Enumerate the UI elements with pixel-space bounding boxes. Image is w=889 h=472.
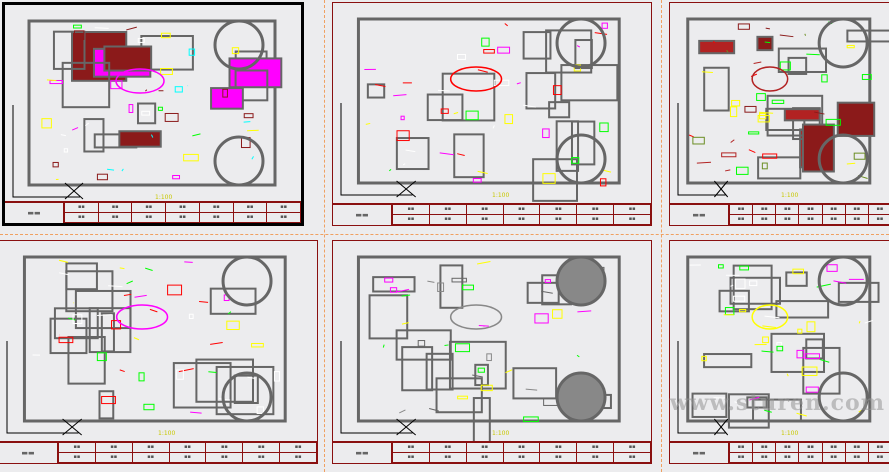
title-block-cell: ▪▪▪▪ [233,203,268,223]
title-block-cell: ▪▪▪▪ [393,443,430,463]
title-block-logo: ▬▬ [333,443,393,463]
title-block-cell: ▪▪▪▪ [730,443,754,463]
title-block-cell: ▪▪▪▪ [132,443,170,463]
title-block-cell: ▪▪▪▪ [614,205,651,225]
scale-label: 1:100 [158,430,176,437]
title-block: ▬▬▪▪▪▪▪▪▪▪▪▪▪▪▪▪▪▪▪▪▪▪▪▪▪▪▪▪▪▪ [5,201,301,223]
title-block-cell: ▪▪▪▪ [540,205,578,225]
title-block-cell: ▪▪▪▪ [577,443,615,463]
title-block-cell: ▪▪▪▪ [466,205,504,225]
title-block-cell: ▪▪▪▪ [206,443,244,463]
sheet-wall-plan[interactable]: 1:100▬▬▪▪▪▪▪▪▪▪▪▪▪▪▪▪▪▪▪▪▪▪▪▪▪▪▪▪▪▪ [0,240,318,464]
title-block-logo: ▬▬ [5,203,65,223]
floor-plan-drawing [677,17,889,198]
title-block-cell: ▪▪▪▪ [845,443,869,463]
title-block-cell: ▪▪▪▪ [799,205,823,225]
title-block: ▬▬▪▪▪▪▪▪▪▪▪▪▪▪▪▪▪▪▪▪▪▪▪▪▪▪▪▪▪▪ [670,441,889,463]
title-block-cell: ▪▪▪▪ [132,203,167,223]
title-block-cell: ▪▪▪▪ [845,205,869,225]
title-block-cell: ▪▪▪▪ [503,205,541,225]
title-block-logo: ▬▬ [333,205,393,225]
title-block-cell: ▪▪▪▪ [95,443,133,463]
title-block-cell: ▪▪▪▪ [393,205,430,225]
floor-plan-drawing [340,255,621,441]
title-block-cell: ▪▪▪▪ [753,205,777,225]
title-block-cell: ▪▪▪▪ [868,443,889,463]
title-block-cell: ▪▪▪▪ [822,205,846,225]
sheet-ceiling-plan[interactable]: 1:100▬▬▪▪▪▪▪▪▪▪▪▪▪▪▪▪▪▪▪▪▪▪▪▪▪▪▪▪▪▪ [332,240,652,464]
title-block-cell: ▪▪▪▪ [466,443,504,463]
scale-label: 1:100 [781,192,799,199]
title-block-cell: ▪▪▪▪ [776,205,800,225]
title-block: ▬▬▪▪▪▪▪▪▪▪▪▪▪▪▪▪▪▪▪▪▪▪▪▪▪▪▪▪▪▪ [0,441,317,463]
title-block-cell: ▪▪▪▪ [280,443,317,463]
title-block-cell: ▪▪▪▪ [267,203,301,223]
title-block: ▬▬▪▪▪▪▪▪▪▪▪▪▪▪▪▪▪▪▪▪▪▪▪▪▪▪▪▪▪▪ [333,441,651,463]
floor-plan-drawing [677,255,880,436]
title-block-cell: ▪▪▪▪ [799,443,823,463]
title-block-cell: ▪▪▪▪ [868,205,889,225]
scale-label: 1:100 [781,430,799,437]
title-block-cell: ▪▪▪▪ [199,203,234,223]
title-block-logo: ▬▬ [670,443,730,463]
sheet-demolition-plan[interactable]: 1:100▬▬▪▪▪▪▪▪▪▪▪▪▪▪▪▪▪▪▪▪▪▪▪▪▪▪▪▪▪▪ [332,2,652,226]
floor-plan-drawing [340,17,621,202]
title-block-cell: ▪▪▪▪ [540,443,578,463]
title-block-cell: ▪▪▪▪ [730,205,754,225]
title-block-cell: ▪▪▪▪ [577,205,615,225]
sheet-col-separator [324,0,325,472]
sheet-col-separator [661,0,662,472]
title-block: ▬▬▪▪▪▪▪▪▪▪▪▪▪▪▪▪▪▪▪▪▪▪▪▪▪▪▪▪▪▪ [333,203,651,225]
floor-plan-drawing [6,255,287,436]
scale-label: 1:100 [492,192,510,199]
sheet-furniture-plan[interactable]: 1:100▬▬▪▪▪▪▪▪▪▪▪▪▪▪▪▪▪▪▪▪▪▪▪▪▪▪▪▪▪▪ [2,2,304,226]
floor-plan-drawing [12,19,283,200]
sheet-row-separator [0,234,889,235]
title-block-cell: ▪▪▪▪ [169,443,207,463]
title-block-cell: ▪▪▪▪ [166,203,200,223]
scale-label: 1:100 [492,430,510,437]
title-block-cell: ▪▪▪▪ [429,205,467,225]
title-block: ▬▬▪▪▪▪▪▪▪▪▪▪▪▪▪▪▪▪▪▪▪▪▪▪▪▪▪▪▪▪ [670,203,889,225]
title-block-cell: ▪▪▪▪ [429,443,467,463]
title-block-cell: ▪▪▪▪ [822,443,846,463]
watermark: www.sturen.com [669,390,885,416]
title-block-logo: ▬▬ [670,205,730,225]
title-block-cell: ▪▪▪▪ [753,443,777,463]
title-block-cell: ▪▪▪▪ [98,203,133,223]
title-block-logo: ▬▬ [0,443,59,463]
sheet-floor-finish-plan[interactable]: 1:100▬▬▪▪▪▪▪▪▪▪▪▪▪▪▪▪▪▪▪▪▪▪▪▪▪▪▪▪▪▪ [669,2,889,226]
title-block-cell: ▪▪▪▪ [503,443,541,463]
scale-label: 1:100 [155,194,173,201]
title-block-cell: ▪▪▪▪ [243,443,281,463]
title-block-cell: ▪▪▪▪ [59,443,96,463]
title-block-cell: ▪▪▪▪ [614,443,651,463]
sheet-lighting-plan[interactable]: 1:100▬▬▪▪▪▪▪▪▪▪▪▪▪▪▪▪▪▪▪▪▪▪▪▪▪▪▪▪▪▪ [669,240,889,464]
title-block-cell: ▪▪▪▪ [776,443,800,463]
title-block-cell: ▪▪▪▪ [65,203,99,223]
